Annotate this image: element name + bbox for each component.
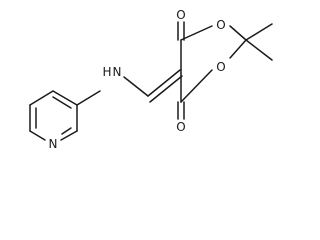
label-nh-n: N [113,65,122,79]
bond-ch-c5-double-b [149,75,183,103]
label-n-pyridine: N [49,137,58,151]
pyridine-ring [29,90,78,141]
amine-linker [76,69,183,106]
atom-labels: O O O O H N N [49,8,226,151]
double-bond-n-c5 [61,127,72,135]
bond-c4-nh [76,90,101,106]
label-o-ring-top: O [216,18,225,32]
methyl-bond-upper [245,23,273,41]
bond-ch-c5-double-a [147,69,181,97]
bond-c4-c3 [52,90,78,106]
label-o-ring-bottom: O [216,60,225,74]
bond-c1-n [29,130,46,141]
label-nh-h: H [102,65,111,79]
label-o-top-carbonyl: O [176,8,185,22]
bond-c3-c2 [29,90,54,106]
molecule-svg: O O O O H N N [29,8,273,151]
double-bond-c4-c3 [52,96,72,109]
dioxane-dione-ring [177,21,273,120]
chemical-structure-diagram: O O O O H N N [29,8,273,151]
methyl-bond-lower [245,39,273,61]
bond-o1-c6 [180,69,213,103]
bond-c4r-o3 [180,25,213,41]
bond-n-c5 [60,130,78,141]
label-o-bottom-carbonyl: O [176,120,185,134]
bond-o3-c2 [229,25,247,41]
bond-c2-o1 [229,39,247,59]
bond-nh-ch [123,76,149,97]
